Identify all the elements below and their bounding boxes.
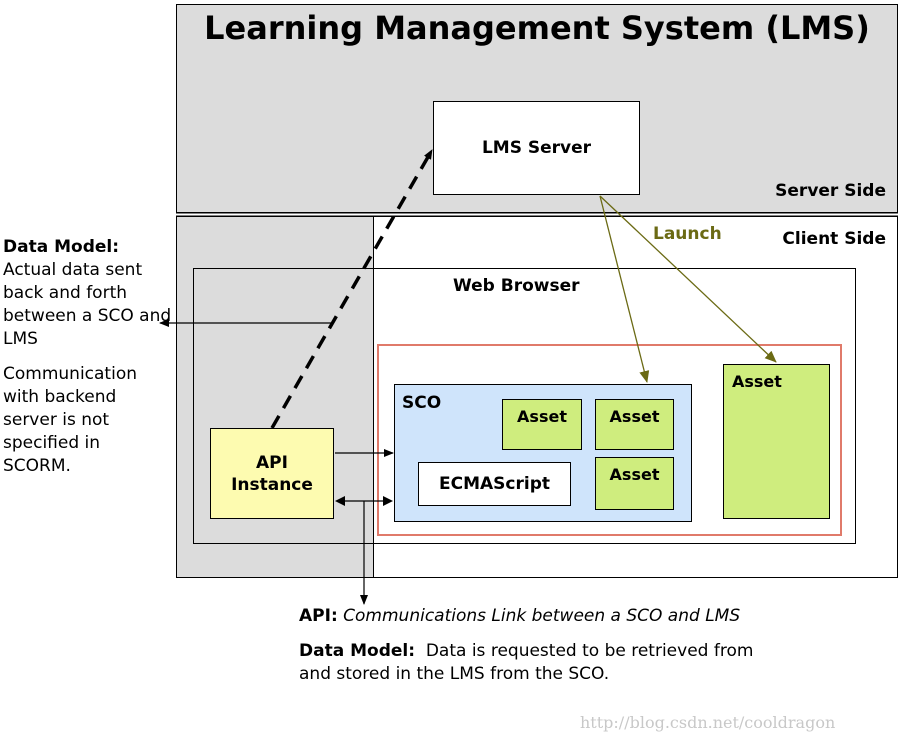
data-model-note-heading: Data Model:: [299, 641, 416, 661]
asset-label: Asset: [517, 407, 567, 426]
web-browser-box: [193, 268, 856, 544]
left-annotation: Data Model: Actual data sent back and fo…: [3, 236, 173, 490]
lms-server-label: LMS Server: [481, 138, 592, 158]
asset-box-4: Asset: [723, 364, 830, 519]
api-instance-label-line1: API: [256, 452, 288, 473]
client-side-label: Client Side: [782, 229, 886, 249]
left-note-paragraph2: Communication with backend server is not…: [3, 364, 137, 476]
data-model-note-body: Data is requested to be retrieved from a…: [299, 641, 754, 684]
api-note-body: Communications Link between a SCO and LM…: [343, 606, 741, 626]
left-note-body: Actual data sent back and forth between …: [3, 260, 172, 349]
asset-label: Asset: [732, 372, 782, 391]
api-instance-label-line2: Instance: [231, 474, 313, 495]
asset-label: Asset: [609, 465, 660, 484]
api-instance-box: API Instance: [210, 428, 334, 519]
asset-box-2: Asset: [595, 399, 674, 450]
server-side-label: Server Side: [775, 181, 886, 201]
sco-label: SCO: [402, 393, 442, 413]
ecmascript-label: ECMAScript: [439, 474, 550, 494]
api-note-heading: API:: [299, 606, 338, 626]
web-browser-label: Web Browser: [453, 276, 580, 296]
asset-box-3: Asset: [595, 457, 674, 510]
left-note-heading: Data Model:: [3, 237, 120, 257]
bottom-annotation: API: Communications Link between a SCO a…: [299, 605, 759, 698]
ecmascript-box: ECMAScript: [418, 462, 571, 506]
launch-label: Launch: [653, 224, 722, 244]
asset-box-1: Asset: [502, 399, 582, 450]
diagram-title: Learning Management System (LMS): [204, 9, 870, 47]
lms-server-box: LMS Server: [433, 101, 640, 195]
asset-label: Asset: [609, 407, 660, 426]
watermark: http://blog.csdn.net/cooldragon: [580, 713, 836, 732]
